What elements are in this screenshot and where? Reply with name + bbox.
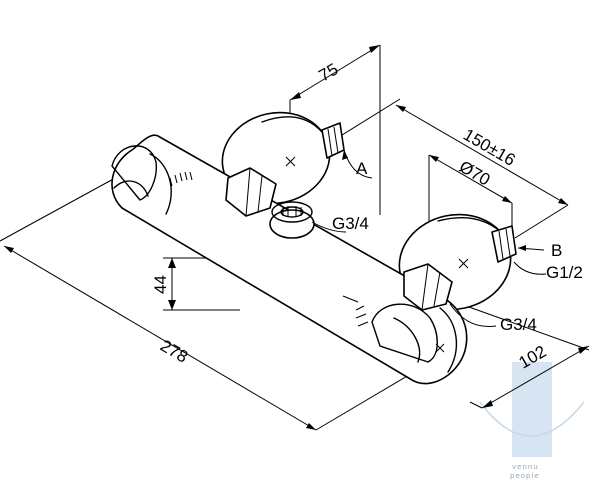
callout-g34-bottom: G3/4: [500, 315, 537, 334]
callouts: A G3/4 B G1/2 G3/4: [311, 149, 583, 334]
dimension-44: 44: [151, 257, 240, 311]
callout-a: A: [356, 159, 368, 178]
watermark-line2: people: [510, 472, 540, 480]
watermark: vennu people: [479, 362, 585, 480]
callout-g12: G1/2: [546, 263, 583, 282]
dim-44-label: 44: [151, 275, 170, 294]
flow-scale-marks: [342, 295, 369, 327]
dim-d70-label: Ø70: [456, 157, 493, 190]
watermark-line1: vennu: [512, 463, 539, 471]
bottom-outlet: [269, 201, 315, 239]
temperature-scale-marks: [169, 171, 193, 187]
callout-g34-top: G3/4: [332, 214, 369, 233]
watermark-bar: [512, 362, 552, 457]
watermark-arc: [479, 401, 585, 437]
mixer-body: [111, 134, 468, 385]
dim-278-label: 278: [157, 336, 191, 367]
callout-b: B: [551, 241, 562, 260]
